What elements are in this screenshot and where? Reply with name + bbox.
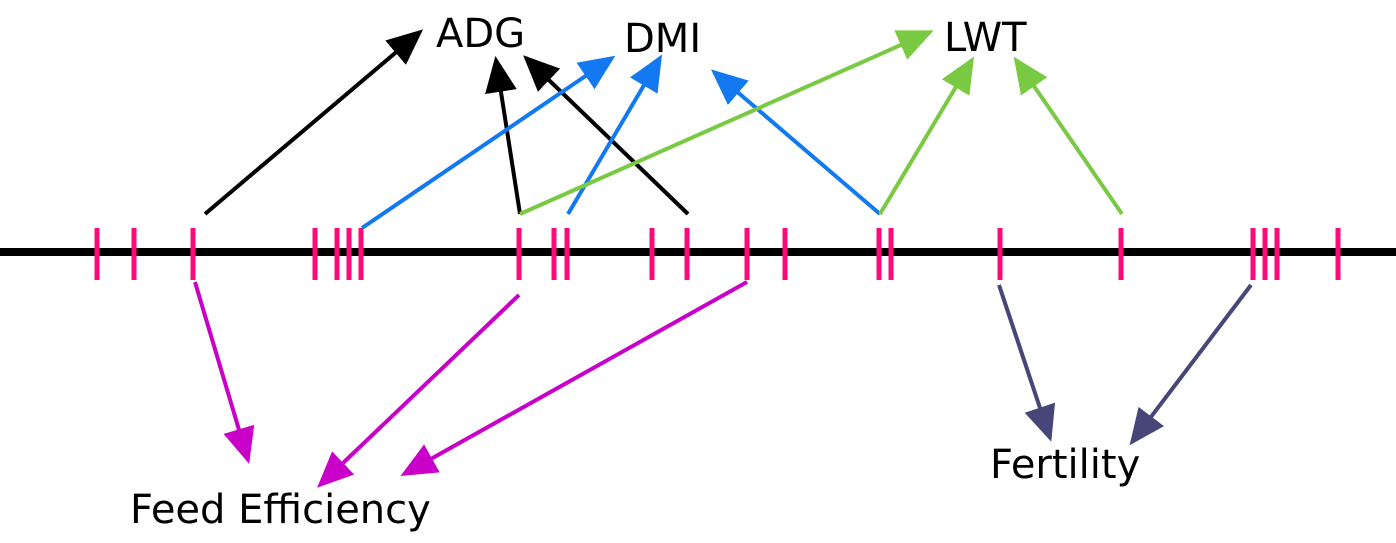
arrow-adg-from-marker-8 <box>485 56 522 215</box>
marker-group <box>94 228 1341 280</box>
arrow-fertility-from-marker-20 <box>1129 283 1253 446</box>
feed-efficiency-arrows <box>193 280 748 488</box>
arrow-lwt-from-marker-8 <box>519 30 934 216</box>
trait-label-dmi: DMI <box>624 16 702 62</box>
arrow-adg-from-marker-3 <box>203 29 424 216</box>
arrow-feed-from-marker-8 <box>317 293 521 488</box>
trait-label-adg: ADG <box>436 11 526 57</box>
trait-label-feed-efficiency: Feed Efficiency <box>130 487 431 533</box>
arrow-dmi-from-marker-16 <box>710 69 882 216</box>
trait-label-fertility: Fertility <box>990 442 1141 488</box>
arrow-adg-from-marker-12 <box>523 55 690 216</box>
adg-arrows <box>203 29 690 216</box>
fertility-arrows <box>997 283 1253 446</box>
dmi-arrows <box>360 54 882 230</box>
arrow-fertility-from-marker-18 <box>997 284 1056 442</box>
arrow-lwt-from-marker-19 <box>1013 56 1124 216</box>
lwt-arrows <box>519 30 1124 216</box>
trait-label-lwt: LWT <box>944 15 1027 61</box>
arrow-dmi-from-marker-10 <box>566 54 663 216</box>
arrow-feed-from-marker-3 <box>193 281 255 464</box>
arrow-dmi-from-marker-7 <box>360 55 616 230</box>
arrow-feed-from-marker-13 <box>400 280 748 476</box>
arrow-lwt-from-marker-16 <box>878 56 975 216</box>
